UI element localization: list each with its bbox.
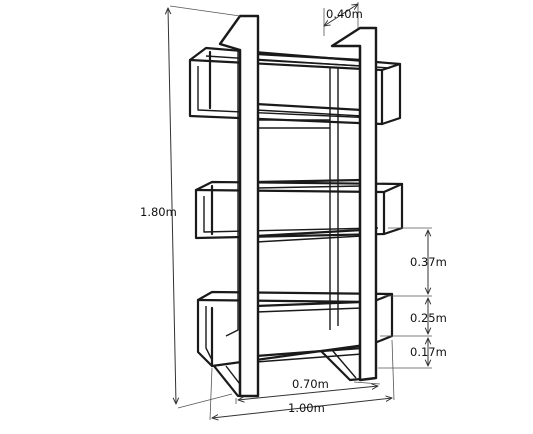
width-dimensions	[209, 339, 395, 420]
depth-dimension	[324, 2, 358, 36]
inner-rails	[254, 52, 364, 363]
upper-gap-label: 0.37m	[410, 255, 447, 269]
depth-label: 0.40m	[326, 7, 363, 21]
inner-width-label: 0.70m	[292, 377, 329, 391]
front-posts	[218, 14, 378, 398]
overall-width-label: 1.00m	[288, 401, 325, 415]
top-shelf	[188, 46, 402, 126]
base-height-label: 0.17m	[410, 345, 447, 359]
vertical-dimensions	[378, 227, 432, 369]
lower-gap-label: 0.25m	[410, 311, 447, 325]
height-label: 1.80m	[140, 205, 177, 219]
